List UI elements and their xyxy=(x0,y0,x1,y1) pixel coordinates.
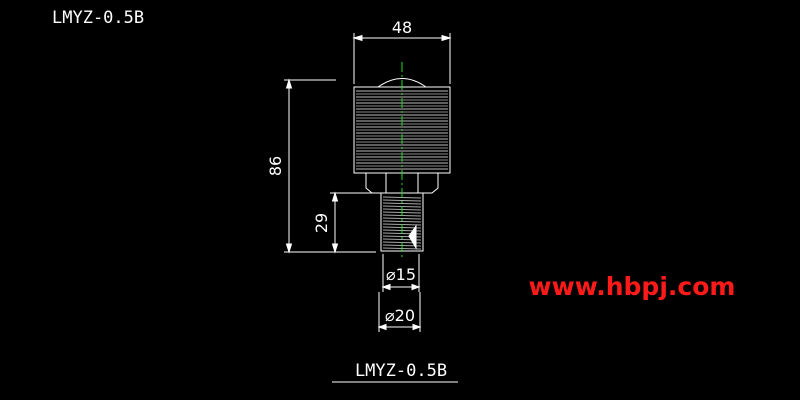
dimension-inner-diameter-label: ⌀15 xyxy=(386,265,416,284)
model-title: LMYZ-0.5B xyxy=(52,8,144,28)
dimension-outer-diameter xyxy=(377,292,422,332)
website-watermark: www.hbpj.com xyxy=(529,272,736,301)
dimension-total-height-label: 86 xyxy=(266,156,285,176)
dimension-thread-height xyxy=(330,191,376,254)
thread-section-mark xyxy=(408,224,417,250)
thread-line xyxy=(382,220,422,223)
dimension-outer-diameter-label: ⌀20 xyxy=(385,306,415,325)
thread-line xyxy=(382,217,422,220)
model-caption: LMYZ-0.5B xyxy=(355,361,447,381)
dimension-thread-height-label: 29 xyxy=(312,213,331,233)
dimension-top-width-label: 48 xyxy=(392,18,412,37)
dimension-top-width xyxy=(352,33,452,84)
thread-line xyxy=(382,202,422,205)
thread-line xyxy=(382,199,422,202)
dimension-total-height xyxy=(284,78,376,254)
dimension-inner-diameter xyxy=(381,254,421,292)
nozzle-dome-cap xyxy=(377,78,427,88)
